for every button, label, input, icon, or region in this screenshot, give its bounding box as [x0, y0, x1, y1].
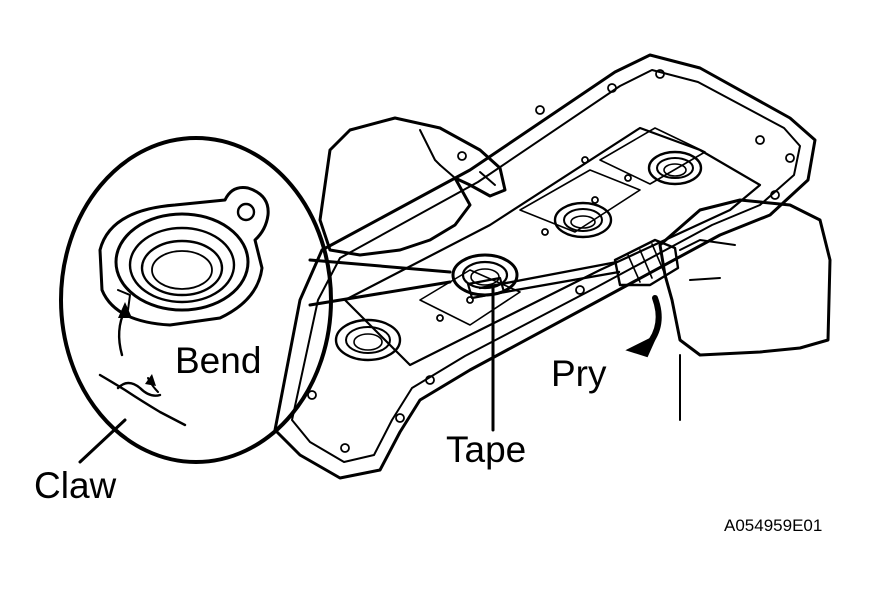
plug-tube-seal-middle: [553, 201, 613, 239]
plug-tube-seal-target: [451, 253, 519, 297]
pry-label: Pry: [551, 353, 607, 394]
screwdriver: [466, 238, 680, 300]
plug-tube-seal-front: [334, 318, 402, 362]
pry-direction-arrow: [625, 295, 662, 358]
tape-label: Tape: [446, 429, 526, 470]
claw-label: Claw: [34, 465, 117, 506]
detail-magnifier: [59, 136, 452, 464]
claw-leader-line: [78, 418, 127, 464]
left-hand: [318, 116, 507, 257]
enlarged-seal: [98, 186, 270, 327]
plug-tube-seal-rear: [647, 150, 703, 186]
flange-bolt-holes: [307, 69, 795, 453]
claw-detail: [98, 373, 187, 427]
bend-arrow: [117, 302, 132, 357]
bend-label: Bend: [175, 340, 261, 381]
right-hand: [658, 198, 832, 421]
figure-code: A054959E01: [724, 516, 822, 535]
head-cover: [273, 53, 817, 480]
